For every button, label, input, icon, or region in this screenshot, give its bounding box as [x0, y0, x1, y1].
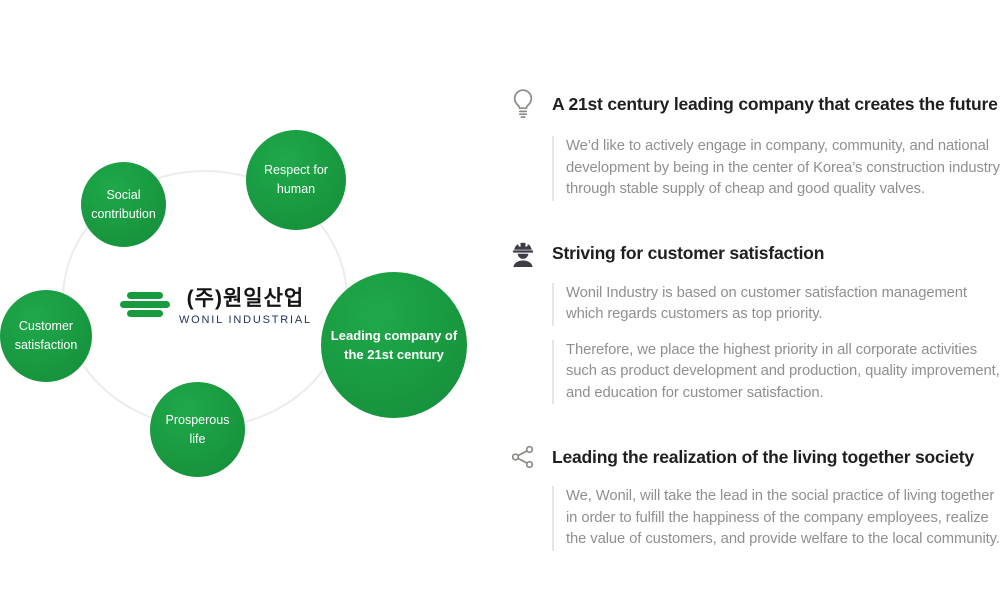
lightbulb-icon — [508, 88, 538, 120]
circle-leading-company: Leading company of the 21st century — [321, 272, 467, 418]
brand-korean-name: (주)원일산업 — [186, 287, 305, 310]
section-leading-company: A 21st century leading company that crea… — [508, 88, 1000, 201]
section-paragraph: Therefore, we place the highest priority… — [552, 339, 1000, 404]
section-header: Striving for customer satisfaction — [508, 241, 1000, 267]
section-living-together: Leading the realization of the living to… — [508, 444, 1000, 551]
vision-statements: A 21st century leading company that crea… — [508, 88, 1000, 591]
section-title: A 21st century leading company that crea… — [552, 93, 998, 114]
section-header: Leading the realization of the living to… — [508, 444, 1000, 470]
circle-label: Customer satisfaction — [14, 319, 78, 352]
wonil-logo-text: (주)원일산업 WONIL INDUSTRIAL — [179, 282, 312, 326]
wonil-logo: (주)원일산업 WONIL INDUSTRIAL — [120, 282, 312, 326]
section-body: Wonil Industry is based on customer sati… — [552, 282, 1000, 404]
section-title: Leading the realization of the living to… — [552, 446, 974, 467]
circle-social-contribution: Social contribution — [81, 162, 166, 247]
share-icon — [508, 444, 538, 470]
section-paragraph: Wonil Industry is based on customer sati… — [552, 282, 1000, 326]
circle-label: Leading company of the 21st century — [330, 327, 458, 363]
section-title: Striving for customer satisfaction — [552, 243, 825, 263]
circle-label: Social contribution — [91, 187, 156, 221]
section-body: We, Wonil, will take the lead in the soc… — [552, 486, 1000, 551]
wonil-logo-mark-icon — [120, 291, 170, 317]
brand-english-name: WONIL INDUSTRIAL — [179, 314, 312, 326]
circle-label: Prosperous life — [165, 412, 230, 446]
worker-icon — [508, 241, 538, 267]
circle-respect-for-human: Respect for human — [246, 130, 346, 230]
circle-label: Respect for human — [264, 163, 328, 196]
section-customer-satisfaction: Striving for customer satisfaction Wonil… — [508, 241, 1000, 404]
section-header: A 21st century leading company that crea… — [508, 88, 1000, 120]
circle-customer-satisfaction: Customer satisfaction — [0, 290, 92, 382]
section-paragraph: We, Wonil, will take the lead in the soc… — [552, 486, 1000, 551]
section-body: We’d like to actively engage in company,… — [552, 136, 1000, 201]
vision-diagram: Social contribution Respect for human Cu… — [0, 0, 500, 584]
section-paragraph: We’d like to actively engage in company,… — [552, 136, 1000, 201]
circle-prosperous-life: Prosperous life — [150, 382, 245, 477]
